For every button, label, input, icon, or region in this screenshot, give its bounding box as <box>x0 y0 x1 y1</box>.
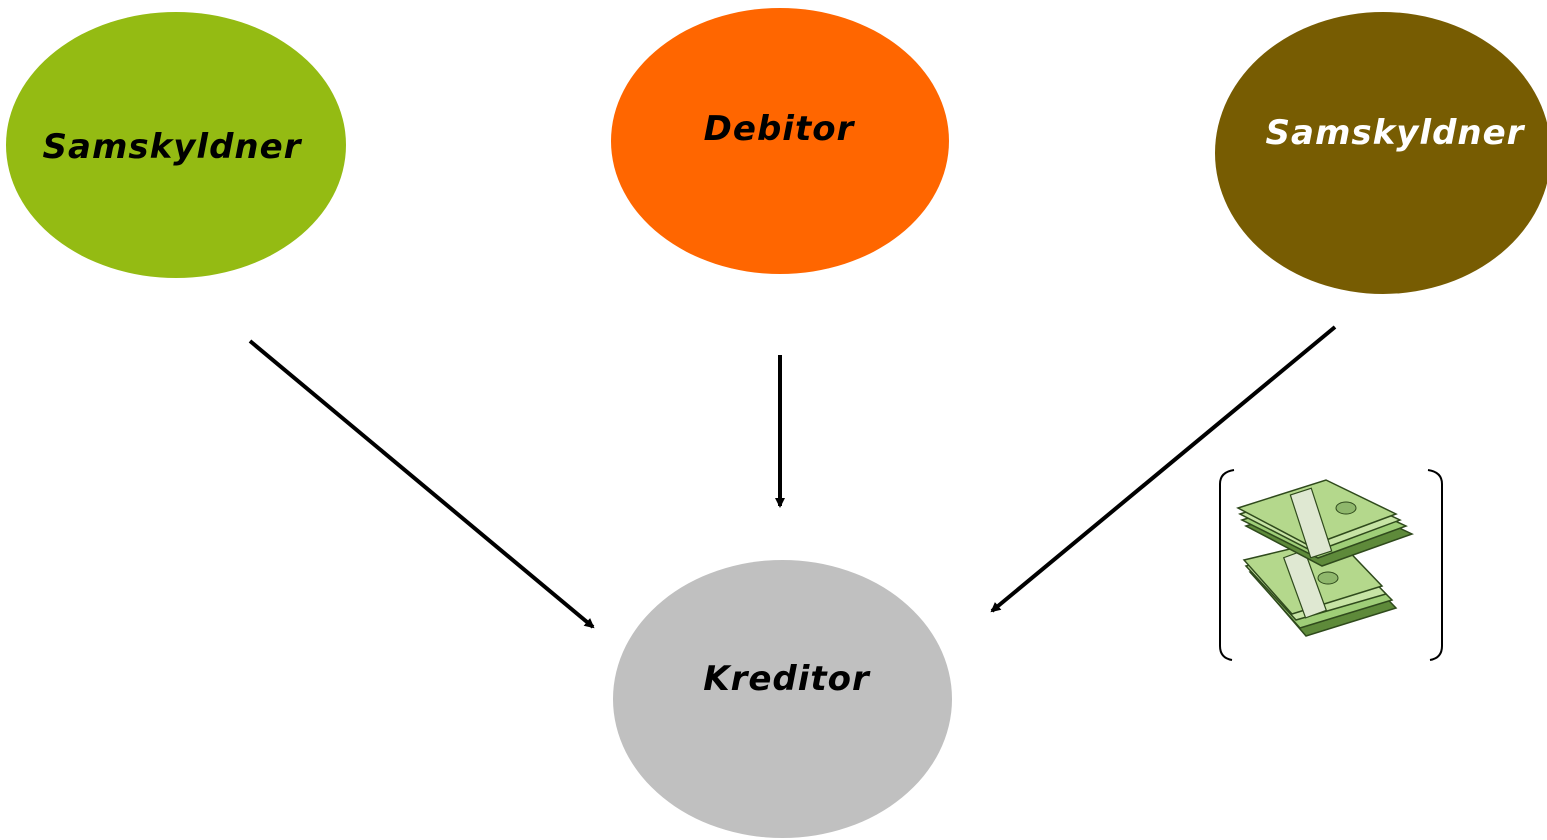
node-label-kreditor: Kreditor <box>703 659 870 699</box>
bracket-right <box>1427 469 1443 661</box>
node-samskyldner-left: Samskyldner <box>6 12 346 278</box>
node-label-samskyldner-left: Samskyldner <box>42 127 302 167</box>
node-label-debitor: Debitor <box>703 109 855 149</box>
arrow-right-to-kreditor <box>990 325 1337 613</box>
money-stack-upper <box>1236 479 1414 567</box>
bracket-left <box>1219 469 1235 661</box>
arrow-left-to-kreditor <box>248 339 595 629</box>
node-debitor: Debitor <box>611 8 949 274</box>
node-label-samskyldner-right: Samskyldner <box>1265 113 1525 153</box>
money-stack-lower <box>1242 537 1398 637</box>
node-samskyldner-right: Samskyldner <box>1215 12 1547 294</box>
node-kreditor: Kreditor <box>613 560 952 838</box>
money-stack-icon <box>1219 469 1443 661</box>
